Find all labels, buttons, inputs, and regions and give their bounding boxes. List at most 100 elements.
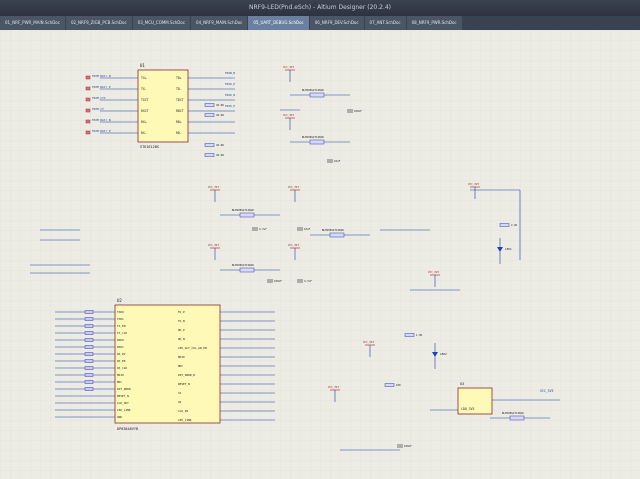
u2-series-resistor[interactable] xyxy=(84,352,94,356)
tab-3[interactable]: 04_NRF9_MAIN.SchDoc xyxy=(191,16,248,30)
u1-net-left: TRXM_Rmtr_P xyxy=(92,129,111,133)
u1-net-left: TRXM_Rmtr_N xyxy=(92,74,111,78)
tab-1[interactable]: 02_NRF9_ZIGB_PCB.SchDoc xyxy=(65,16,132,30)
resistor[interactable] xyxy=(404,333,415,337)
resistor[interactable] xyxy=(204,153,215,157)
u2-pin-right: TD_N xyxy=(178,319,185,323)
u1-net-left: TRXM_CTX xyxy=(92,96,106,100)
u2-series-resistor[interactable] xyxy=(84,317,94,321)
ferrite-bead[interactable] xyxy=(509,415,525,421)
net-port[interactable] xyxy=(85,108,91,113)
u1-net-left: TRXM_Rmtr_P xyxy=(92,85,111,89)
resistor[interactable] xyxy=(384,383,395,387)
u2-pin-right: LED_ACT_COL_AN_EN xyxy=(178,346,207,350)
u1-pin-right: RD- xyxy=(176,131,182,135)
net-port[interactable] xyxy=(85,86,91,91)
u1-net-right: TRXD_P xyxy=(225,104,235,108)
schematic-canvas[interactable]: U1 STK1612BS U2 DP83848VYB U3 LDO_3V3 VC… xyxy=(0,30,640,479)
u2-series-resistor[interactable] xyxy=(84,345,94,349)
net-port[interactable] xyxy=(85,97,91,102)
ferrite-bead[interactable] xyxy=(329,232,345,238)
led-symbol[interactable] xyxy=(497,247,503,252)
u1-net-right: TRXD_P xyxy=(225,82,235,86)
u2-series-resistor[interactable] xyxy=(84,373,94,377)
resistor[interactable] xyxy=(204,143,215,147)
led-symbol[interactable] xyxy=(432,352,438,357)
resistor-value: 49.9R xyxy=(216,103,224,107)
tab-4[interactable]: 05_UART_DEBUG.SchDoc xyxy=(248,16,309,30)
u1-pin-left: TXCT xyxy=(141,98,149,102)
tab-6[interactable]: 07_ANT.SchDoc xyxy=(364,16,406,30)
u2-pin-right: TD_P xyxy=(178,310,185,314)
u1-net-left: TRXM_CT xyxy=(92,107,104,111)
ferrite-label: BLM18PG471SN1D xyxy=(302,135,324,139)
ferrite-label: BLM18PG471SN1D xyxy=(322,228,344,232)
u2-series-resistor[interactable] xyxy=(84,338,94,342)
u2-pin-right: LED_LINK xyxy=(178,418,192,422)
u3-net-label: VCC_3V3 xyxy=(540,389,554,393)
ferrite-label: BLM18PG471SN1D xyxy=(502,411,524,415)
tab-5[interactable]: 06_NRF9_DEV.SchDoc xyxy=(309,16,364,30)
led-label: LED2 xyxy=(440,352,447,356)
resistor[interactable] xyxy=(204,113,215,117)
u2-series-resistor[interactable] xyxy=(84,380,94,384)
u1-pin-right: RDCT xyxy=(176,109,184,113)
ferrite-bead[interactable] xyxy=(239,212,255,218)
cap-value: 10uF xyxy=(304,227,311,231)
u1-pin-right: TD+ xyxy=(176,76,182,80)
power-label: VCC_3V3 xyxy=(208,243,219,247)
u2-pin-left: RX_ER xyxy=(117,359,126,363)
grid-background xyxy=(0,30,640,479)
schematic-drawing: U1 STK1612BS U2 DP83848VYB U3 LDO_3V3 VC… xyxy=(0,30,640,479)
net-port[interactable] xyxy=(85,119,91,124)
u2-pin-left: LED_LINK xyxy=(117,408,131,412)
resistor[interactable] xyxy=(204,103,215,107)
resistor-value: 49.9R xyxy=(216,143,224,147)
u2-pin-left: RX_DV xyxy=(117,352,126,356)
u2-pin-right: RD_N xyxy=(178,337,185,341)
u1-net-right: TRXN_N xyxy=(225,71,235,75)
u2-pin-left: TXD0 xyxy=(117,310,124,314)
u2-series-resistor[interactable] xyxy=(84,331,94,335)
tab-2[interactable]: 03_MCU_COMM.SchDoc xyxy=(132,16,191,30)
tab-0[interactable]: 01_NRF_PWR_MAIN.SchDoc xyxy=(0,16,65,30)
tab-7[interactable]: 08_NRF9_PWR.SchDoc xyxy=(406,16,462,30)
net-port[interactable] xyxy=(85,130,91,135)
ferrite-label: BLM18PG471SN1D xyxy=(302,88,324,92)
u2-pin-right: RD_P xyxy=(178,328,185,332)
u2-series-resistor[interactable] xyxy=(84,359,94,363)
power-label: VCC_3V3 xyxy=(288,185,299,189)
u2-pin-right: MDIO xyxy=(178,355,185,359)
power-label: VCC_3V3 xyxy=(288,243,299,247)
u2-series-resistor[interactable] xyxy=(84,310,94,314)
net-port[interactable] xyxy=(85,75,91,80)
led-label: LED1 xyxy=(505,247,512,251)
u2-pin-right: INT_PWDN_N xyxy=(178,373,195,377)
u2-part: DP83848VYB xyxy=(117,427,138,431)
window-title: NRF9-LED(Pnd.eSch) - Altium Designer (20… xyxy=(0,0,640,16)
u1-net-right: TRXD_N xyxy=(225,93,235,97)
u1-pin-left: RX+ xyxy=(141,120,147,124)
u2-pin-left: INT_PWDN xyxy=(117,387,131,391)
power-label: VCC_3V3 xyxy=(363,340,374,344)
u2-series-resistor[interactable] xyxy=(84,387,94,391)
u2-pin-left: TX_CLK xyxy=(117,331,127,335)
cap-value: 10uF xyxy=(334,159,341,163)
u1-component[interactable]: U1 STK1612BS xyxy=(137,63,189,149)
u3-regulator[interactable]: U3 LDO_3V3 VCC_3V3 xyxy=(457,382,554,415)
resistor[interactable] xyxy=(499,223,510,227)
power-label: VCC_3V3 xyxy=(283,65,294,69)
u3-part: LDO_3V3 xyxy=(461,407,475,411)
u2-pin-left: MDC xyxy=(117,380,122,384)
ferrite-bead[interactable] xyxy=(309,92,325,98)
u2-series-resistor[interactable] xyxy=(84,366,94,370)
ferrite-bead[interactable] xyxy=(309,139,325,145)
u2-component[interactable]: U2 DP83848VYB xyxy=(114,298,221,431)
ferrite-label: BLM18PG471SN1D xyxy=(232,263,254,267)
u2-series-resistor[interactable] xyxy=(84,324,94,328)
u2-pin-left: CLK_OUT xyxy=(117,401,129,405)
resistor-value: 49.9R xyxy=(216,113,224,117)
power-label: VCC_3V3 xyxy=(328,385,339,389)
ferrite-bead[interactable] xyxy=(239,267,255,273)
u1-net-left: TRXM_Rmtr_N xyxy=(92,118,111,122)
